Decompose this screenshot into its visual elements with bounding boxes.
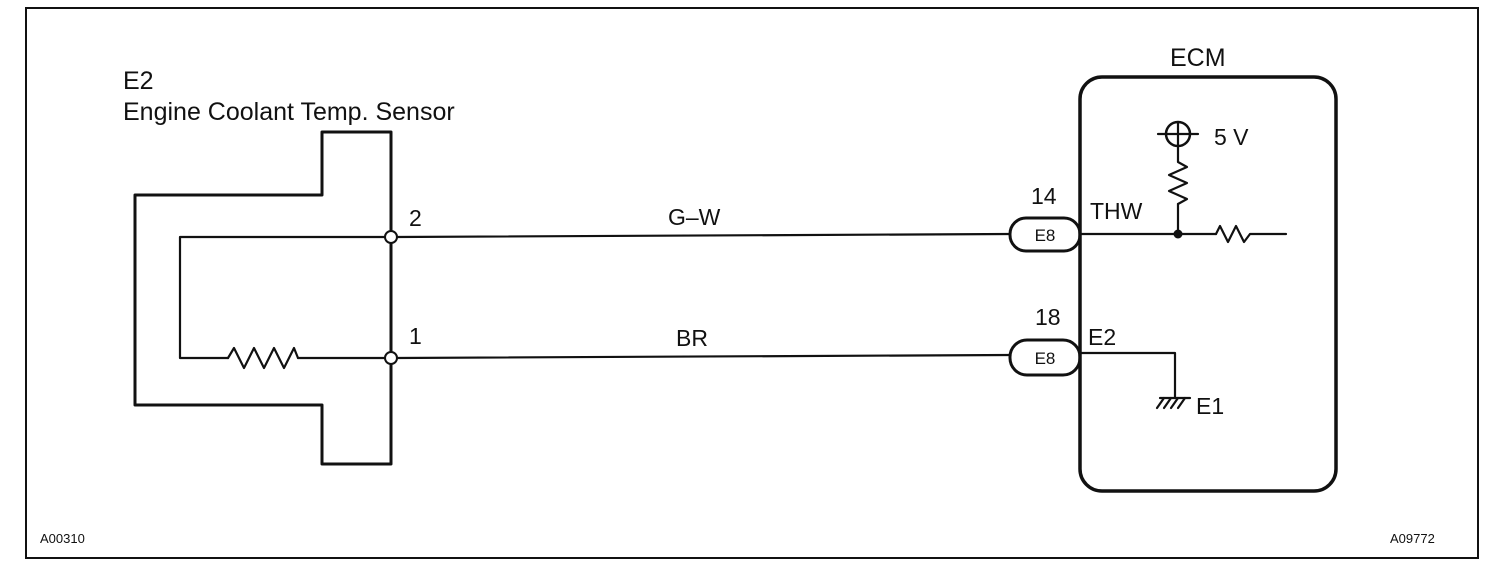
sensor-body-outline [133, 130, 393, 466]
thermistor-symbol [226, 346, 300, 370]
sensor-code-label: E2 [123, 67, 154, 95]
wire-br [395, 353, 1012, 360]
wire-g-w [395, 232, 1012, 239]
sensor-internal-wire [178, 235, 393, 360]
sensor-name-label: Engine Coolant Temp. Sensor [123, 98, 455, 126]
connector-e8-bottom-label: E8 [1035, 349, 1056, 368]
pullup-resistor [1167, 145, 1189, 206]
ground-symbol-hatch [1155, 396, 1187, 410]
diagram-frame [25, 7, 1479, 559]
thw-internal-resistor [1214, 224, 1288, 244]
terminal-14-label: 14 [1031, 183, 1057, 209]
e2-ground-wire [1078, 351, 1177, 400]
sensor-pin-2-terminal [384, 230, 398, 244]
wire-br-color-label: BR [676, 325, 708, 351]
connector-e8-top-label: E8 [1035, 226, 1056, 245]
reference-code-left: A00310 [40, 531, 85, 546]
ecm-box [1078, 75, 1338, 493]
sensor-pin-1-terminal [384, 351, 398, 365]
supply-voltage-label: 5 V [1214, 124, 1249, 150]
reference-code-right: A09772 [1390, 531, 1435, 546]
terminal-18-label: 18 [1035, 304, 1061, 330]
ground-e1-label: E1 [1196, 393, 1224, 419]
ecm-title: ECM [1170, 44, 1226, 72]
thw-signal-label: THW [1090, 198, 1143, 224]
sensor-pin-2-label: 2 [409, 205, 422, 231]
wire-g-w-color-label: G–W [668, 204, 721, 230]
e2-signal-label: E2 [1088, 324, 1116, 350]
sensor-pin-1-label: 1 [409, 323, 422, 349]
